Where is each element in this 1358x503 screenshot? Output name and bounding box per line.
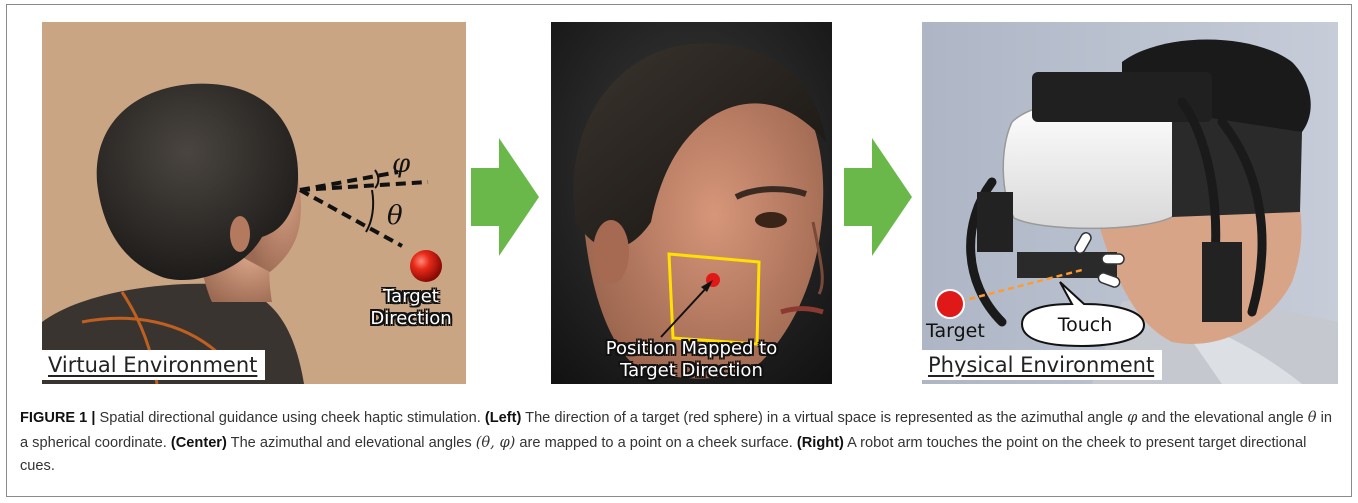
theta-symbol: θ <box>387 201 403 231</box>
caption-left-text-1: The direction of a target (red sphere) i… <box>525 410 1123 426</box>
target-direction-text: Target Direction <box>366 286 456 330</box>
label-virtual-environment: Virtual Environment <box>42 350 265 380</box>
figure-number: FIGURE 1 | <box>20 410 95 426</box>
panel-virtual-environment: φ θ Target Direction Virtual Environment <box>42 22 466 384</box>
caption-lead: Spatial directional guidance using cheek… <box>100 410 481 426</box>
face-scene-illustration <box>551 22 832 384</box>
caption-angles: (θ, φ) <box>476 434 516 451</box>
phi-symbol: φ <box>392 149 411 179</box>
arrow-right-icon <box>471 138 539 256</box>
caption-right-tag: (Right) <box>797 435 844 451</box>
caption-center-text-2: are mapped to a point on a cheek surface… <box>519 435 792 451</box>
arrow-right-icon <box>844 138 912 256</box>
panel-face-mapping: Position Mapped to Target Direction <box>551 22 832 384</box>
caption-phi: φ <box>1127 409 1137 426</box>
label-physical-environment: Physical Environment <box>922 350 1162 380</box>
panel-physical-environment: Touch Target Physical Environment <box>922 22 1338 384</box>
caption-center-text-1: The azimuthal and elevational angles <box>231 435 472 451</box>
caption-center-tag: (Center) <box>171 435 227 451</box>
position-mapped-text: Position Mapped to Target Direction <box>551 338 832 382</box>
caption-theta: θ <box>1308 409 1317 426</box>
caption-left-tag: (Left) <box>485 410 521 426</box>
touch-label: Touch <box>1030 314 1140 336</box>
caption-left-text-2: and the elevational angle <box>1141 410 1303 426</box>
physical-target-label: Target <box>926 320 985 342</box>
physical-target-dot <box>936 290 964 318</box>
figure-caption: FIGURE 1 | Spatial directional guidance … <box>20 406 1338 479</box>
target-sphere <box>410 250 442 282</box>
